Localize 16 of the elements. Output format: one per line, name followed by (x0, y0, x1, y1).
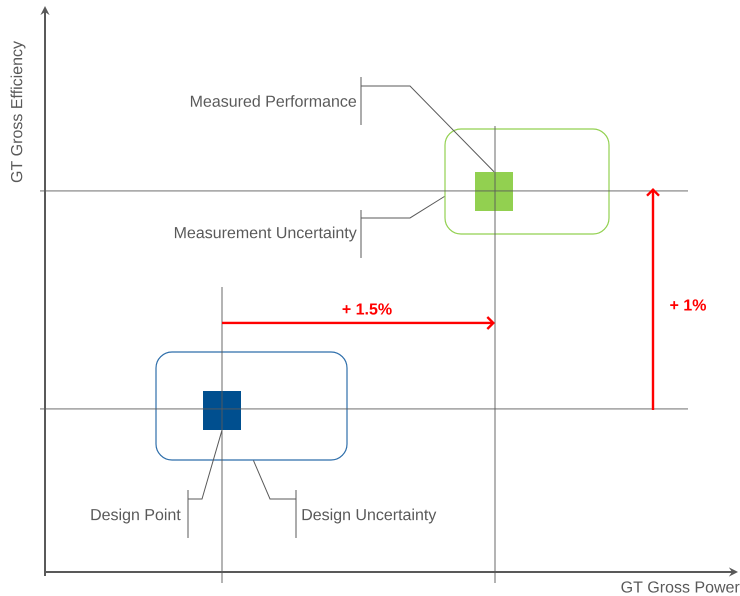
measured-point-square (475, 172, 513, 211)
uncertainty-box (155, 351, 348, 461)
leader-line (188, 430, 222, 500)
axis-title: GT Gross Power (621, 581, 740, 593)
callout-text: Measured Performance (190, 95, 356, 107)
dimension-label: + 1% (670, 299, 706, 311)
leader-line (360, 196, 445, 218)
dimension-label: + 1.5% (342, 303, 392, 315)
uncertainty-box (444, 128, 610, 235)
callout-text: Design Uncertainty (302, 508, 436, 524)
design-point-square (203, 391, 241, 430)
leader-line (360, 85, 494, 172)
callout-text: Measurement Uncertainty (174, 226, 357, 242)
leader-line (253, 460, 296, 500)
axis-title: GT Gross Efficiency (10, 41, 26, 182)
callout-text: Design Point (91, 508, 181, 524)
